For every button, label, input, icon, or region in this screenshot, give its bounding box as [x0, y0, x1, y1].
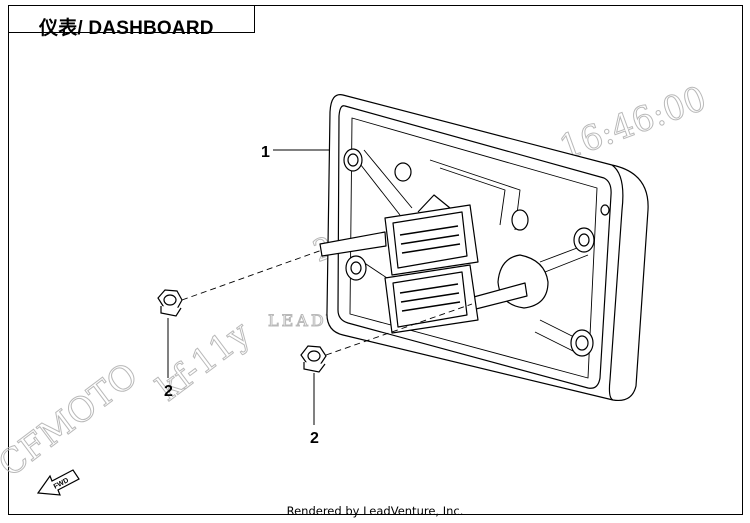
diagram-title: 仪表/ DASHBOARD	[39, 18, 214, 39]
housing-inner-rim	[337, 105, 612, 389]
watermark-time: 16:46:00	[554, 79, 711, 169]
ribs	[356, 149, 589, 353]
footer-credit: Rendered by LeadVenture, Inc.	[286, 504, 464, 518]
callout-2-right: 2	[310, 430, 319, 447]
housing-edge	[608, 164, 624, 401]
mounting-bosses	[343, 148, 610, 357]
leader-lines	[167, 149, 330, 425]
fwd-arrow-icon: FWD	[36, 469, 80, 496]
dashboard-assembly	[319, 94, 649, 402]
callout-1: 1	[261, 144, 270, 161]
nut-left	[157, 289, 183, 317]
diagram-frame	[8, 5, 743, 515]
title-box: 仪表/ DASHBOARD	[8, 5, 255, 39]
callout-2-left: 2	[164, 383, 173, 400]
connector-upper	[384, 194, 479, 276]
nut-right	[300, 345, 327, 373]
watermark-brand: CFMOTO	[0, 355, 145, 485]
connector-lower	[384, 264, 479, 334]
assembly-lines	[181, 249, 473, 356]
